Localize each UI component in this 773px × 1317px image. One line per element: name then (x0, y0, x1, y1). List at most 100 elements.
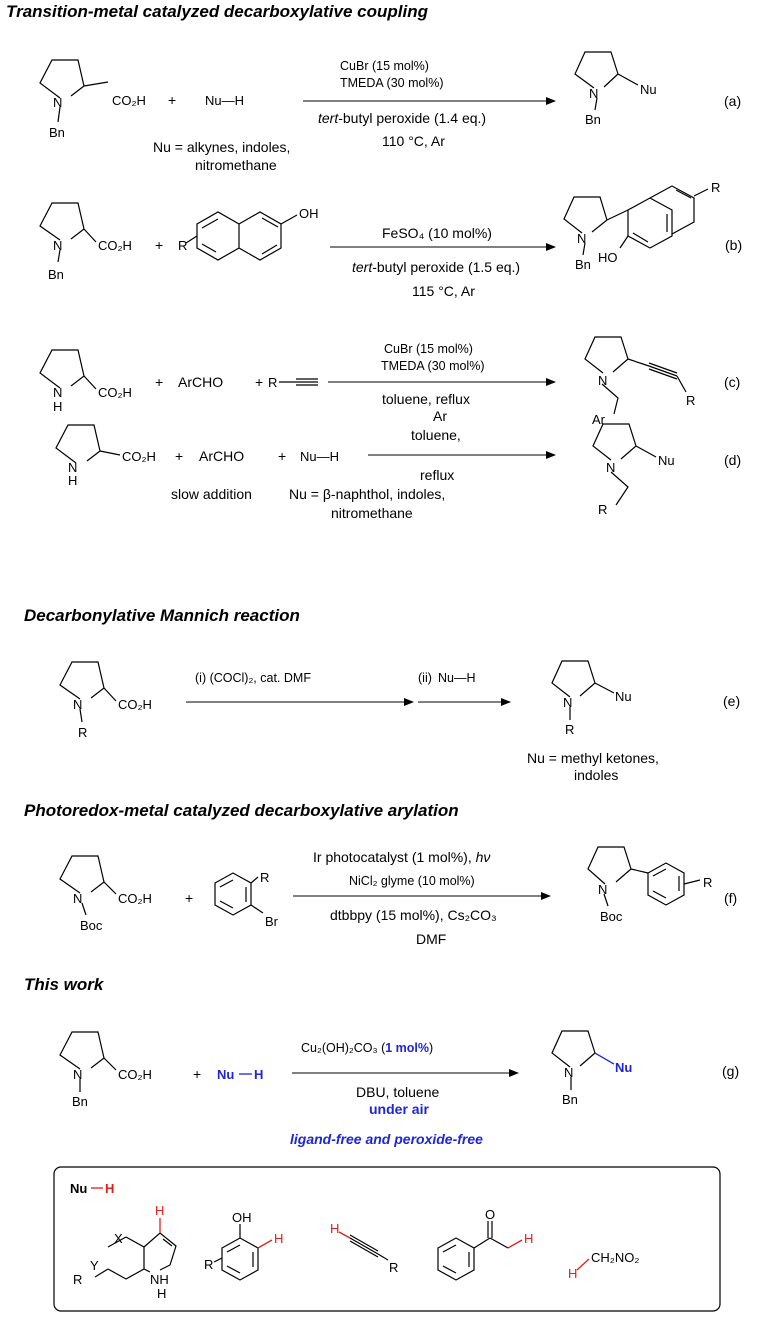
condition-temperature: reflux (420, 467, 454, 483)
h-atom: H (157, 1286, 166, 1301)
condition-oxidant: tert-butyl peroxide (1.5 eq.) (352, 259, 520, 275)
bromine-atom: Br (265, 914, 279, 929)
reaction-c: N H CO₂H + ArCHO + R CuBr (15 mol%) TMED… (39, 336, 740, 427)
alkyne-reagent: R (268, 375, 318, 390)
r-substituent: R (711, 180, 720, 195)
label-b: (b) (725, 237, 742, 253)
product-e: N Nu R (551, 660, 632, 737)
nu-scope-note: Nu = alkynes, indoles, (153, 139, 290, 155)
product-f: N Boc R (587, 846, 712, 924)
n-atom: N (73, 697, 82, 712)
nu-h-reagent: Nu—H (438, 671, 476, 685)
nu-scope-note-2: nitromethane (331, 505, 413, 521)
condition-ligand: TMEDA (30 mol%) (381, 359, 485, 373)
nu-h-reagent: Nu—H (205, 93, 244, 108)
nh-group: NH (150, 1272, 169, 1287)
n-atom: N (598, 882, 607, 897)
nu-group: Nu (658, 453, 675, 468)
h-label: H (105, 1181, 114, 1196)
condition-solvent: DMF (416, 931, 446, 947)
co2h-group: CO₂H (98, 385, 132, 400)
r-substituent: R (598, 502, 607, 517)
condition-nickel: NiCl₂ glyme (10 mol%) (349, 874, 475, 888)
reactive-h: H (274, 1231, 283, 1246)
nu-scope-note: Nu = β-naphthol, indoles, (289, 486, 445, 502)
co2h-group: CO₂H (118, 891, 152, 906)
co2h-group: CO₂H (112, 93, 146, 108)
reactive-h: H (568, 1266, 577, 1281)
boc-group: Boc (600, 909, 623, 924)
n-atom: N (53, 95, 62, 110)
n-atom: N (73, 891, 82, 906)
r-substituent: R (178, 238, 187, 253)
nu-h-reagent: Nu—H (300, 449, 339, 464)
bn-group: Bn (562, 1092, 578, 1107)
nu-group: Nu (615, 1060, 632, 1075)
plus-sign: + (185, 890, 193, 906)
hydroxyl-group: HO (598, 250, 618, 265)
label-d: (d) (724, 452, 741, 468)
ch2no2-group: CH₂NO₂ (591, 1250, 639, 1265)
plus-sign: + (168, 92, 176, 108)
co2h-group: CO₂H (98, 238, 132, 253)
condition-temperature: 110 °C, Ar (382, 133, 445, 149)
condition-catalyst: FeSO₄ (10 mol%) (382, 225, 492, 241)
condition-ligand: TMEDA (30 mol%) (340, 76, 444, 90)
heading-decarbonylative-mannich: Decarbonylative Mannich reaction (24, 606, 300, 625)
plus-sign: + (175, 448, 183, 464)
indole-nucleophile: X Y R H NH H (73, 1203, 177, 1301)
n-bn-proline-g: N CO₂H Bn (59, 1031, 152, 1109)
reaction-b: N CO₂H Bn + R OH FeSO₄ (10 mol%) tert-bu… (39, 180, 742, 299)
h-label: H (254, 1067, 263, 1082)
r-substituent: R (686, 393, 695, 408)
bn-group: Bn (575, 257, 591, 272)
plus-sign: + (155, 374, 163, 390)
label-e: (e) (723, 693, 740, 709)
bn-group: Bn (48, 267, 64, 282)
nu-scope-note: Nu = methyl ketones, (527, 750, 659, 766)
condition-photocatalyst: Ir photocatalyst (1 mol%), hν (313, 849, 490, 865)
tagline: ligand-free and peroxide-free (290, 1131, 483, 1147)
label-f: (f) (724, 890, 737, 906)
reaction-f: N CO₂H Boc + R Br Ir photocatalyst (1 mo… (59, 846, 737, 947)
condition-catalyst: CuBr (15 mol%) (384, 342, 473, 356)
heading-photoredox-arylation: Photoredox-metal catalyzed decarboxylati… (24, 801, 459, 820)
label-c: (c) (724, 374, 740, 390)
acetophenone-nucleophile: O H (437, 1207, 533, 1281)
hydroxyl-group: OH (299, 206, 319, 221)
phenol-nucleophile: OH H R (204, 1210, 283, 1281)
reaction-e: N CO₂H R (i) (COCl)₂, cat. DMF (ii) Nu—H… (59, 660, 740, 783)
slow-addition-note: slow addition (171, 486, 252, 502)
nucleophile-scope-box: Nu H X Y R H NH H OH H R H (53, 1166, 721, 1312)
r-substituent: R (204, 1257, 213, 1272)
n-atom: N (73, 1067, 82, 1082)
n-atom: N (68, 460, 77, 475)
n-atom: N (589, 86, 598, 101)
plus-sign: + (278, 448, 286, 464)
heading-this-work: This work (24, 975, 105, 994)
carbonyl-oxygen: O (485, 1207, 495, 1222)
plus-sign: + (193, 1066, 201, 1082)
n-bn-proline-b: N CO₂H Bn (39, 202, 132, 282)
product-g: N Nu Bn (551, 1030, 632, 1107)
n-atom: N (53, 238, 62, 253)
product-c: N R Ar (584, 336, 695, 427)
r-substituent: R (73, 1272, 82, 1287)
step2-label: (ii) (418, 671, 432, 685)
scope-frame (53, 1166, 721, 1312)
n-atom: N (598, 373, 607, 388)
condition-atmosphere: Ar (433, 408, 447, 424)
alkyne-nucleophile: H R (330, 1221, 398, 1275)
nu-label: Nu (70, 1181, 87, 1196)
step1-reagents: (i) (COCl)₂, cat. DMF (195, 671, 311, 685)
condition-catalyst: Cu₂(OH)₂CO₃ (1 mol%) (301, 1041, 433, 1055)
condition-oxidant: tert-butyl peroxide (1.4 eq.) (318, 110, 486, 126)
n-bn-proline-a: N CO₂H Bn (39, 59, 146, 140)
aryl-bromide-reagent: R Br (214, 870, 279, 929)
n-r-proline-e: N CO₂H R (59, 661, 152, 740)
co2h-group: CO₂H (118, 697, 152, 712)
n-atom: N (606, 460, 615, 475)
r-substituent: R (78, 725, 87, 740)
2-naphthol-reagent: R OH (178, 206, 319, 261)
